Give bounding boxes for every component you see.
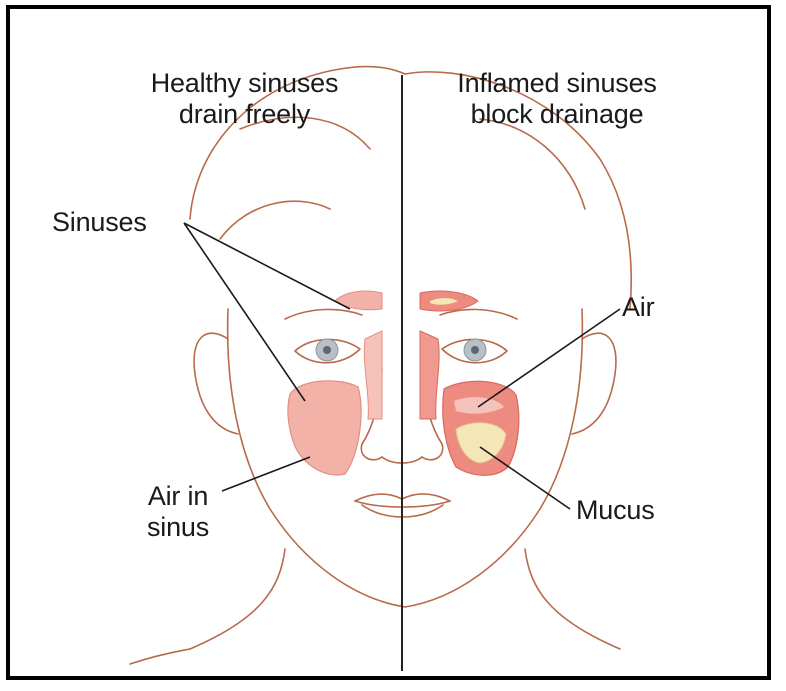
heading-healthy: Healthy sinuses drain freely [112, 68, 377, 130]
right-eyebrow [440, 309, 517, 319]
heading-inflamed: Inflamed sinuses block drainage [422, 68, 692, 130]
sinuses-leader-maxillary [184, 223, 305, 401]
neck-left [190, 549, 285, 649]
air-leader [478, 309, 620, 407]
sinuses-leader-frontal [184, 223, 350, 309]
label-mucus: Mucus [576, 495, 655, 526]
label-sinuses: Sinuses [52, 207, 147, 238]
neck-right [525, 549, 620, 649]
left-frontal-sinus [335, 291, 382, 310]
left-eyebrow [285, 309, 362, 319]
shoulder-left [130, 649, 190, 664]
label-air: Air [622, 292, 654, 323]
label-air-in-sinus: Air in sinus [128, 481, 228, 543]
air-in-sinus-leader [222, 457, 310, 491]
diagram-frame: Healthy sinuses drain freely Inflamed si… [6, 5, 771, 680]
hair-strand [480, 119, 585, 209]
right-ethmoid-sinus [420, 331, 439, 419]
left-ethmoid-sinus [364, 331, 382, 419]
hair-strand [220, 201, 330, 239]
face-outline [228, 309, 583, 607]
